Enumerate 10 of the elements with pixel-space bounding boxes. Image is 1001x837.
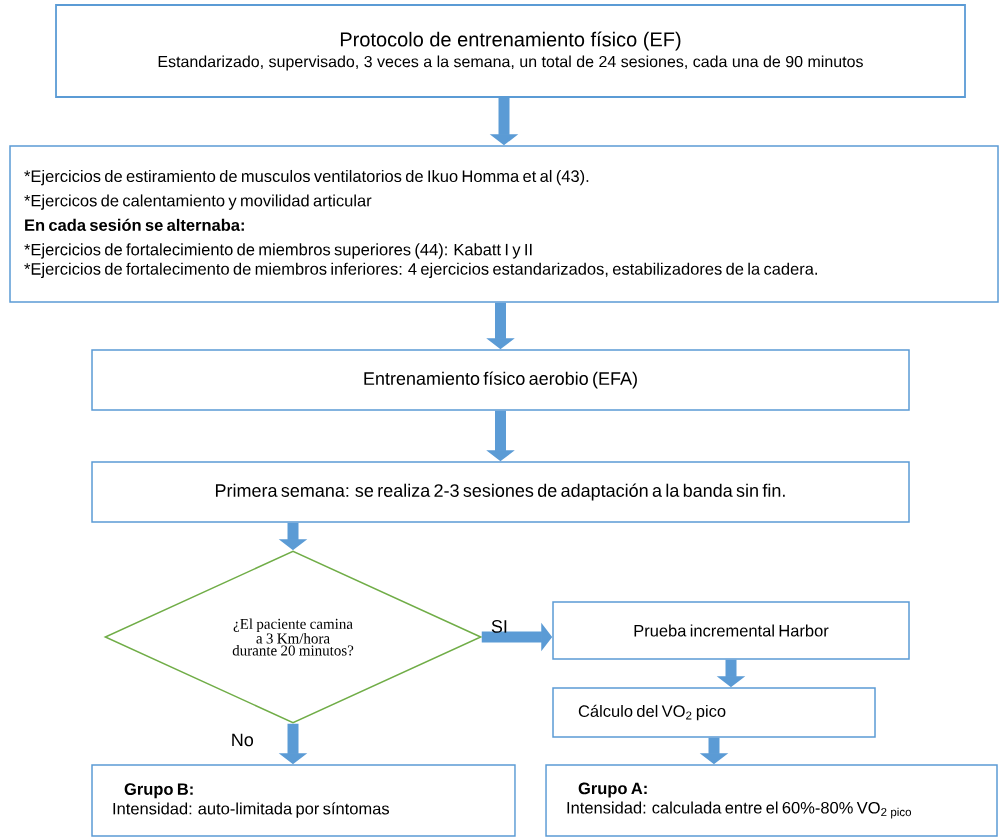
process-box: Primera semana: se realiza 2-3 sesiones de adaptación a la banda sin fin.: [91, 461, 910, 523]
group-box: Grupo A: Intensidad: calculada entre el 60%-80% VO$_{2 pico}$: [545, 764, 998, 837]
process-box: Cálculo del VO$_{2}$ pico: [552, 687, 876, 738]
exercise-list-box: *Ejercicios de estiramiento de musculos ventilatorios de Ikuo Homma et al (43). *Ejercicos de calentamiento y movilidad articular En cada sesión se alternaba: *Ejercicios de fortalecimiento de miembros superiores (44): Kabatt I y II *Ejercicios de fortalecimento de miembros inferiores: 4 ejercicios estandarizados, estabilizadores de la cadera.: [9, 145, 999, 303]
group-box: Grupo B: Intensidad: auto-limitada por síntomas: [91, 764, 516, 837]
process-box: Protocolo de entrenamiento físico (EF) Estandarizado, supervisado, 3 veces a la semana, un total de 24 sesiones, cada una de 90 minutos: [55, 4, 966, 98]
edge-label: No: [232, 733, 254, 747]
process-box: Entrenamiento físico aerobio (EFA): [91, 349, 910, 411]
process-box: Prueba incremental Harbor: [552, 601, 910, 660]
edge-label: SI: [491, 620, 507, 633]
